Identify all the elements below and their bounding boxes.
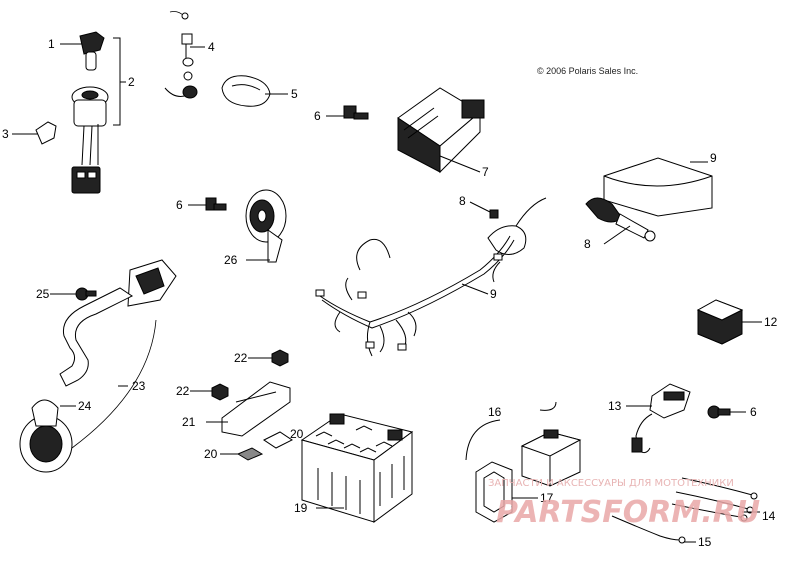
ground-wire [611, 515, 686, 544]
nut-upper [271, 349, 289, 367]
screw-top [343, 105, 369, 120]
plug-wrench [585, 197, 656, 242]
callout-22-lower: 22 [176, 384, 190, 398]
callout-21: 21 [182, 415, 196, 429]
indicator-bulb [164, 11, 198, 99]
speed-sensor [631, 383, 691, 454]
callout-7: 7 [482, 165, 489, 179]
spark-plug-cap [19, 399, 73, 473]
fuse-holder [475, 461, 513, 523]
callout-9: 9 [490, 287, 497, 301]
tool-pouch [603, 157, 713, 217]
cdi-module [397, 87, 485, 174]
callout-1: 1 [48, 37, 55, 51]
callout-24: 24 [78, 399, 92, 413]
callout-6-mid: 6 [176, 198, 183, 212]
copyright-text: © 2006 Polaris Sales Inc. [537, 66, 638, 76]
callout-3: 3 [2, 127, 9, 141]
screw-small [489, 209, 499, 219]
callout-20-left: 20 [204, 447, 218, 461]
callout-5: 5 [291, 87, 298, 101]
callout-25: 25 [36, 287, 50, 301]
pad-right [263, 431, 293, 449]
callout-20-right: 20 [290, 427, 304, 441]
callout-15: 15 [698, 535, 712, 549]
nut-lower [211, 383, 229, 401]
battery-holddown [221, 381, 291, 437]
ignition-key [79, 31, 105, 71]
bolt-25 [75, 287, 97, 301]
horn [245, 189, 287, 263]
screw-right [707, 405, 731, 419]
callout-12: 12 [764, 315, 778, 329]
callout-11: 9 [710, 151, 717, 165]
callout-13: 13 [608, 399, 622, 413]
switch-housing [221, 75, 271, 107]
callout-6-right: 6 [750, 405, 757, 419]
callout-4: 4 [208, 40, 215, 54]
fuse-box [520, 429, 582, 487]
watermark-brand: PARTSFORM.RU [496, 495, 760, 530]
callout-26: 26 [224, 253, 238, 267]
callout-10: 8 [584, 237, 591, 251]
screw-mid [205, 197, 227, 211]
callout-19: 19 [294, 501, 308, 515]
pad-left [236, 447, 264, 461]
wire-harness [315, 197, 547, 357]
callout-16: 16 [488, 405, 502, 419]
callout-8: 8 [459, 194, 466, 208]
watermark-tagline: ЗАПЧАСТИ И АКСЕССУАРЫ ДЛЯ МОТОТЕХНИКИ [488, 478, 734, 489]
callout-22-upper: 22 [234, 351, 248, 365]
callout-14: 14 [762, 509, 776, 523]
ignition-coil [127, 259, 177, 307]
callout-6-top: 6 [314, 109, 321, 123]
coil-lead [59, 287, 133, 387]
callout-2: 2 [128, 75, 135, 89]
callout-23: 23 [132, 379, 146, 393]
ignition-switch [71, 86, 109, 194]
battery [300, 413, 414, 523]
switch-clip [35, 121, 57, 145]
callout-17: 17 [540, 491, 554, 505]
relay [696, 299, 744, 345]
